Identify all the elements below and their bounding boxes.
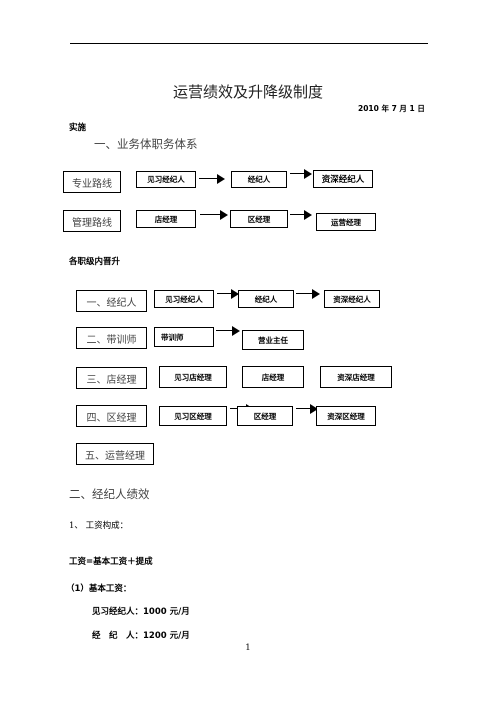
salary-trainee: 见习经纪人：1000 元/月 [92,607,190,617]
level-2-node-2: 营业主任 [242,330,304,350]
arrow-icon [290,210,312,220]
level-1-label: 一、经纪人 [76,290,147,312]
level-3-node-1: 见习店经理 [159,366,227,388]
track-mgmt-label: 管理路线 [63,210,121,232]
level-4-node-2: 区经理 [237,406,293,426]
level-1-node-2: 经纪人 [238,290,294,308]
track-pro-node-2: 经纪人 [231,171,287,188]
track-pro-node-1: 见习经纪人 [136,171,196,188]
arrow-icon [296,289,320,299]
arrow-icon [296,404,318,414]
level-3-node-2: 店经理 [242,366,304,388]
page-number: 1 [245,643,251,653]
promotion-heading: 各职级内晋升 [69,257,121,267]
header-rule [70,43,428,44]
level-2-label: 二、带训师 [76,327,147,349]
level-4-node-1: 见习区经理 [159,406,227,426]
salary-formula: 工资=基本工资＋提成 [69,557,153,567]
base-salary-heading: （1）基本工资： [66,584,132,594]
section-heading-1: 一、业务体职务体系 [94,137,198,151]
arrow-icon [200,210,228,220]
document-date: 2010 年 7 月 1 日 [358,104,425,113]
level-3-label: 三、店经理 [76,367,147,389]
level-4-node-3: 资深区经理 [316,406,376,426]
salary-agent: 经 纪 人：1200 元/月 [92,631,190,641]
level-3-node-3: 资深店经理 [320,366,392,388]
arrow-icon [217,289,239,299]
track-mgmt-node-3: 运营经理 [316,213,376,231]
arrow-icon [290,169,312,179]
document-title: 运营绩效及升降级制度 [172,83,323,101]
track-pro-node-3: 资深经纪人 [313,170,373,188]
level-1-node-3: 资深经纪人 [324,290,380,308]
section-heading-2: 二、经纪人绩效 [69,487,150,501]
item-1: 1、 工资构成： [69,521,129,531]
implement-label: 实施 [69,123,87,133]
track-mgmt-node-2: 区经理 [230,210,288,228]
level-5-label: 五、运营经理 [76,443,154,465]
arrow-icon [216,326,240,336]
level-1-node-1: 见习经纪人 [154,290,214,308]
level-4-label: 四、区经理 [76,405,147,427]
track-pro-label: 专业路线 [63,171,121,193]
level-2-node-1: 带训师 [154,327,214,347]
arrow-icon [199,174,225,184]
track-mgmt-node-1: 店经理 [136,210,196,228]
